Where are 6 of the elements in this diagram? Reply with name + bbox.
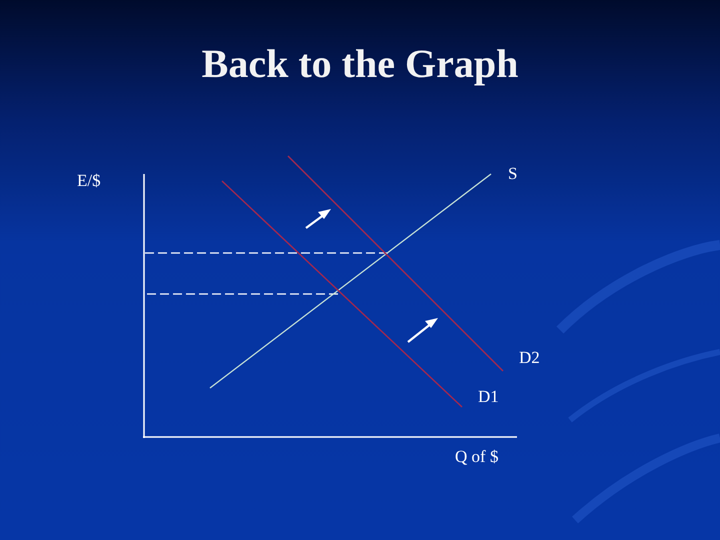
axis-label: E/$ xyxy=(77,170,101,192)
curve-label: D1 xyxy=(478,386,499,408)
slide-title: Back to the Graph xyxy=(202,40,518,88)
curve-label: D2 xyxy=(519,347,540,369)
curve-label: S xyxy=(508,163,518,185)
axis-label: Q of $ xyxy=(455,446,498,468)
